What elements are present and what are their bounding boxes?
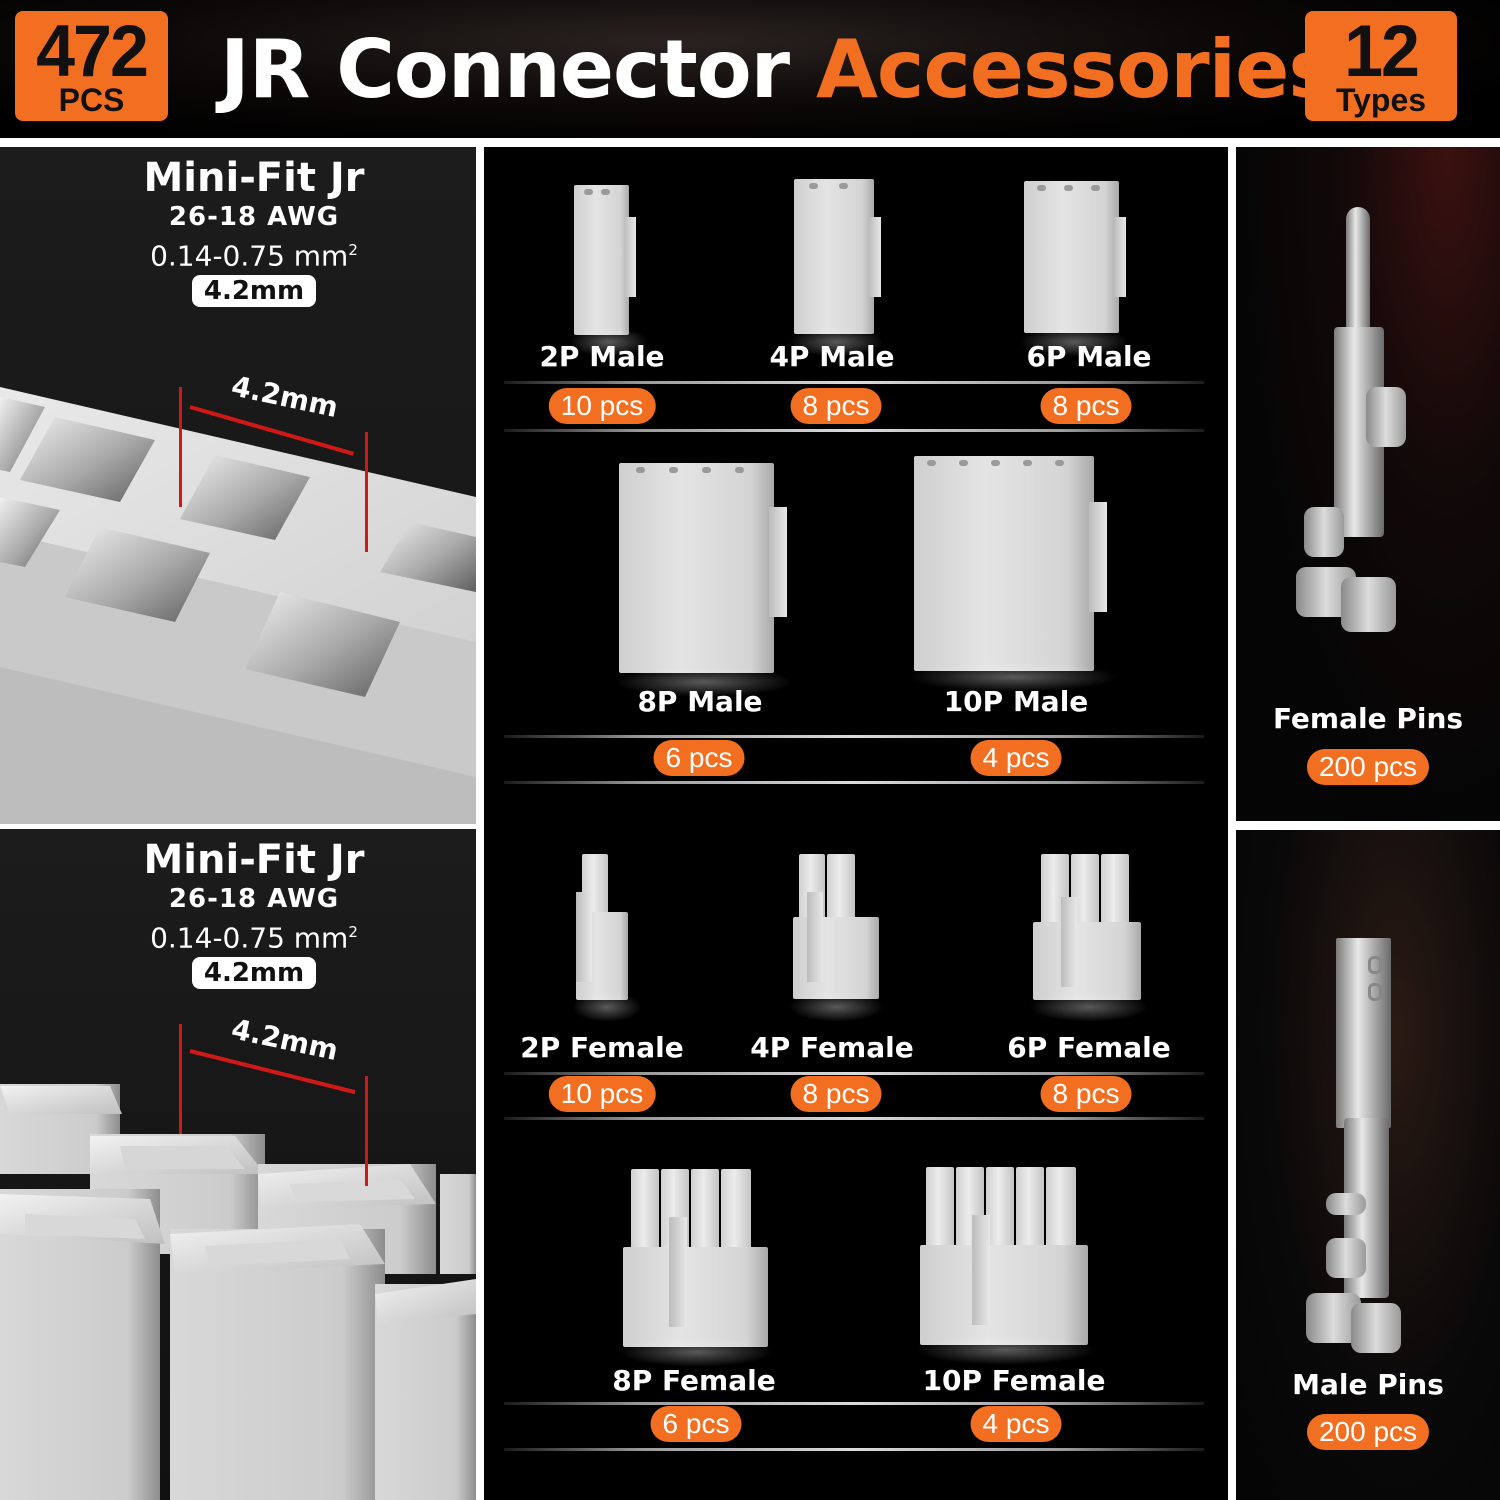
4p-male-housing-image — [789, 177, 884, 357]
10p-male-housing-image — [909, 452, 1119, 692]
dimension-line-left — [179, 387, 182, 507]
types-badge: 12 Types — [1305, 11, 1457, 121]
product-name: 8P Male — [637, 685, 763, 718]
total-pieces-unit: PCS — [58, 82, 125, 118]
pin-name: Female Pins — [1272, 702, 1464, 735]
dimension-line-left — [179, 1024, 182, 1134]
divider — [504, 1448, 1204, 1451]
spec-text: Mini-Fit Jr 26-18 AWG 0.14-0.75 mm2 4.2m… — [0, 155, 476, 308]
product-name: 10P Female — [922, 1364, 1106, 1397]
male-pins-panel: Male Pins 200 pcs — [1236, 830, 1500, 1500]
quantity-badge: 6 pcs — [650, 1406, 742, 1442]
quantity-badge: 10 pcs — [548, 1076, 656, 1112]
product-name: 4P Male — [769, 340, 895, 373]
divider — [504, 735, 1204, 738]
6p-female-housing-image — [1029, 852, 1149, 1022]
product-name: 6P Male — [1026, 340, 1152, 373]
pin-name: Male Pins — [1292, 1368, 1444, 1401]
wire-area: 0.14-0.75 mm2 — [150, 921, 358, 955]
female-pin-image — [1296, 207, 1446, 632]
2p-female-housing-image — [572, 852, 642, 1022]
quantity-badge: 200 pcs — [1306, 1414, 1430, 1450]
quantity-badge: 8 pcs — [1040, 1076, 1132, 1112]
10p-female-housing-image — [916, 1165, 1096, 1365]
spec-panel-female: Mini-Fit Jr 26-18 AWG 0.14-0.75 mm2 4.2m… — [0, 829, 476, 1500]
female-pins-panel: Female Pins 200 pcs — [1236, 147, 1500, 821]
product-name: 10P Male — [943, 685, 1089, 718]
quantity-badge: 200 pcs — [1306, 749, 1430, 785]
female-housing-closeup-image: 4.2mm — [0, 1012, 476, 1500]
divider — [504, 429, 1204, 432]
product-name: 2P Female — [520, 1031, 684, 1064]
types-number: 12 — [1344, 10, 1420, 92]
housing-towers-illustration — [0, 1084, 476, 1500]
divider — [504, 381, 1204, 384]
awg-range: 26-18 AWG — [168, 884, 340, 914]
title-orange-part: Accessories — [816, 23, 1336, 116]
title-white-part: JR Connector — [220, 23, 790, 116]
dimension-line-right — [365, 432, 368, 552]
quantity-badge: 8 pcs — [790, 388, 882, 424]
total-pieces-badge: 472 PCS — [15, 11, 168, 121]
quantity-badge: 10 pcs — [548, 388, 656, 424]
divider — [504, 781, 1204, 784]
header-banner: 472 PCS JR Connector Accessories 12 Type… — [0, 0, 1500, 138]
page-title: JR Connector Accessories — [220, 22, 1336, 117]
quantity-badge: 4 pcs — [970, 1406, 1062, 1442]
2p-male-housing-image — [569, 177, 649, 357]
awg-range: 26-18 AWG — [168, 202, 340, 232]
pitch-tag: 4.2mm — [191, 275, 317, 308]
total-pieces-number: 472 — [36, 10, 149, 92]
types-unit: Types — [1335, 82, 1427, 118]
quantity-badge: 8 pcs — [1040, 388, 1132, 424]
product-name: 4P Female — [750, 1031, 914, 1064]
divider — [504, 1402, 1204, 1405]
housing-catalog-panel: 2P Male 4P Male 6P Male 10 pcs 8 pcs 8 p… — [484, 147, 1228, 1500]
6p-male-housing-image — [1019, 177, 1129, 357]
spec-panel-male: Mini-Fit Jr 26-18 AWG 0.14-0.75 mm2 4.2m… — [0, 147, 476, 824]
wire-area: 0.14-0.75 mm2 — [150, 239, 358, 273]
male-pin-image — [1306, 938, 1446, 1358]
quantity-badge: 4 pcs — [970, 740, 1062, 776]
product-name: 6P Female — [1007, 1031, 1171, 1064]
dimension-line-right — [365, 1076, 368, 1186]
4p-female-housing-image — [789, 852, 884, 1022]
quantity-badge: 8 pcs — [790, 1076, 882, 1112]
divider — [504, 1117, 1204, 1120]
male-housing-closeup-image: 4.2mm — [0, 369, 476, 824]
product-name: 2P Male — [539, 340, 665, 373]
divider — [504, 1072, 1204, 1075]
housing-grid-illustration — [0, 387, 476, 824]
8p-female-housing-image — [619, 1167, 774, 1367]
series-name: Mini-Fit Jr — [143, 837, 365, 883]
pitch-tag: 4.2mm — [191, 957, 317, 990]
spec-text: Mini-Fit Jr 26-18 AWG 0.14-0.75 mm2 4.2m… — [0, 837, 476, 990]
quantity-badge: 6 pcs — [653, 740, 745, 776]
8p-male-housing-image — [614, 457, 794, 697]
product-name: 8P Female — [612, 1364, 776, 1397]
series-name: Mini-Fit Jr — [143, 155, 365, 201]
